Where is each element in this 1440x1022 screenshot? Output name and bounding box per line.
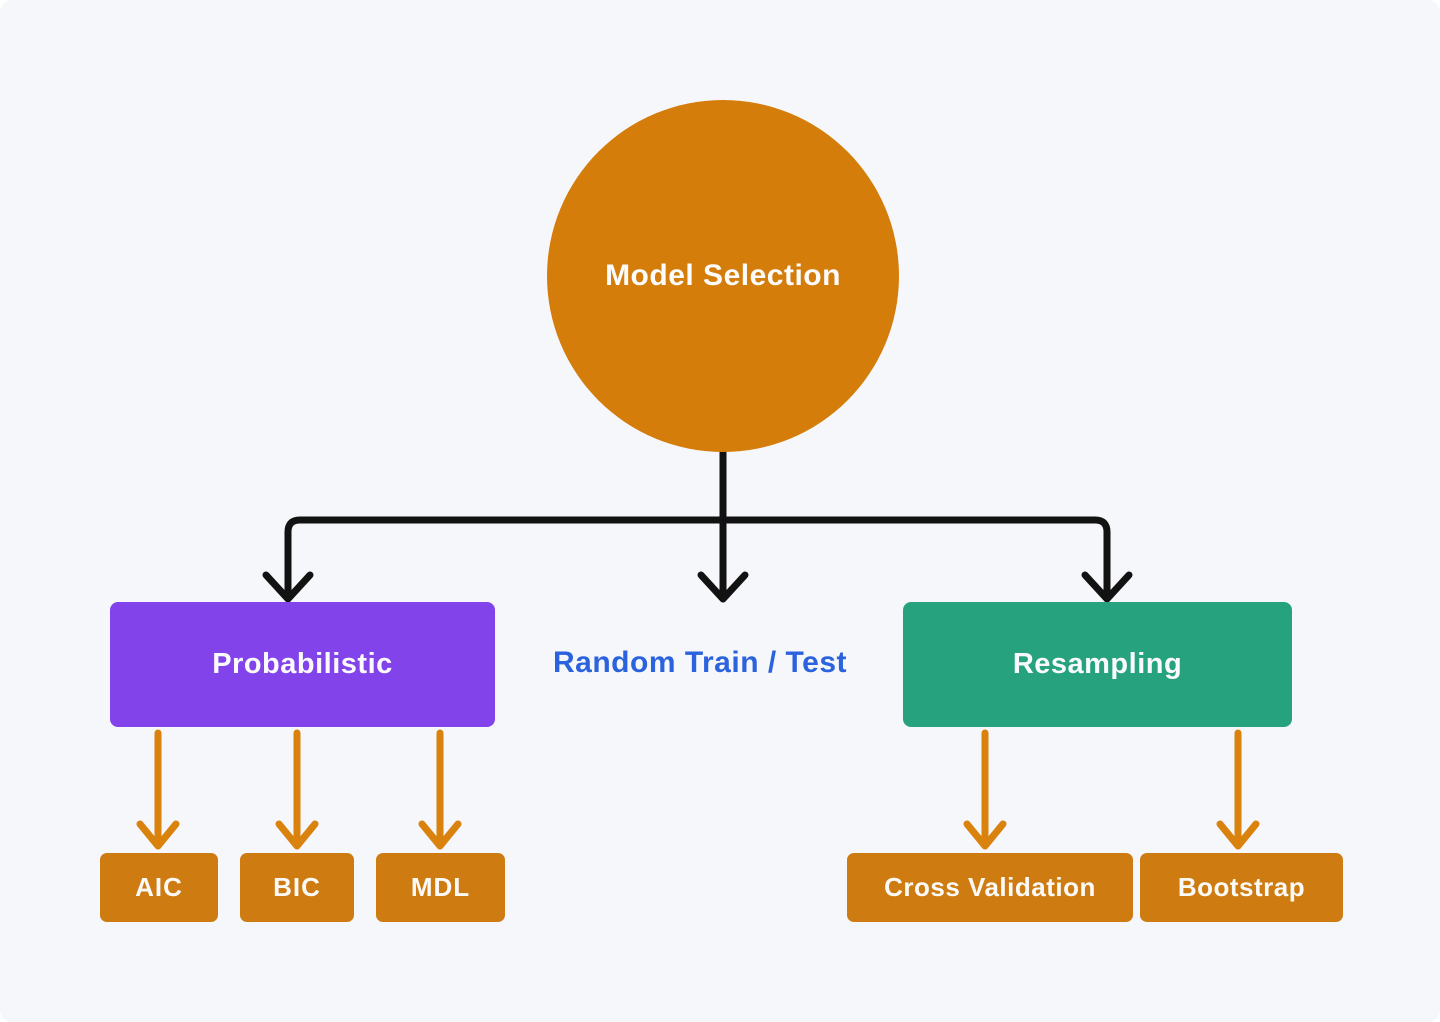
node-resampling-label: Resampling: [1012, 648, 1183, 680]
node-bic-label: BIC: [273, 872, 321, 902]
node-cross-validation: Cross Validation: [847, 853, 1133, 922]
node-aic: AIC: [100, 853, 218, 922]
root-branch-connector: [262, 444, 1133, 603]
node-bootstrap: Bootstrap: [1140, 853, 1343, 922]
node-model-selection-label: Model Selection: [605, 259, 841, 292]
node-model-selection: Model Selection: [547, 100, 899, 452]
probabilistic-leaf-arrows: [136, 729, 462, 850]
node-cross-validation-label: Cross Validation: [884, 872, 1096, 902]
node-probabilistic: Probabilistic: [110, 602, 495, 727]
node-mdl: MDL: [376, 853, 505, 922]
node-random-train-test: Random Train / Test: [540, 637, 860, 689]
node-mdl-label: MDL: [410, 872, 471, 902]
node-probabilistic-label: Probabilistic: [212, 648, 393, 680]
node-resampling: Resampling: [903, 602, 1292, 727]
node-bootstrap-label: Bootstrap: [1177, 872, 1306, 902]
resampling-leaf-arrows: [963, 729, 1260, 850]
node-bic: BIC: [240, 853, 354, 922]
node-random-train-test-label: Random Train / Test: [553, 646, 847, 679]
node-aic-label: AIC: [135, 872, 183, 902]
